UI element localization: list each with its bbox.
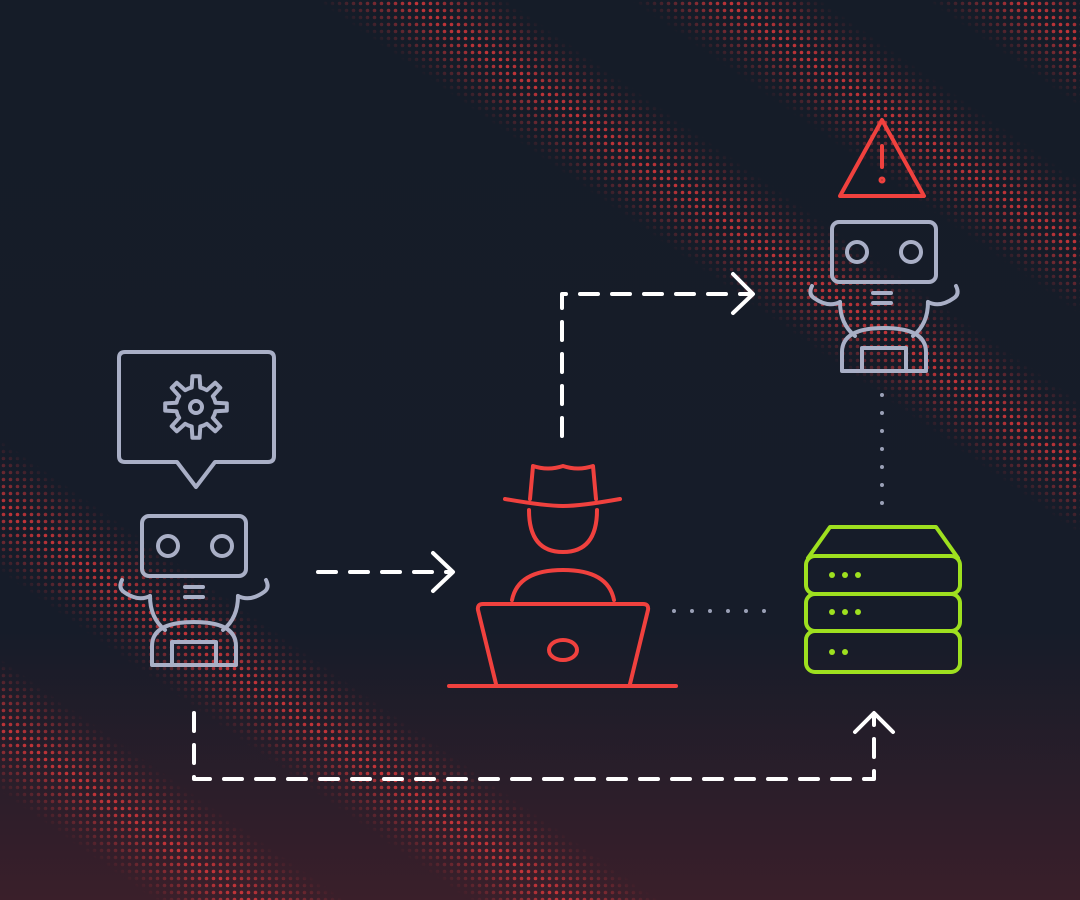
- arrow-head-up: [853, 711, 895, 734]
- connectors: [192, 272, 895, 781]
- speech-bubble-icon: [117, 350, 276, 489]
- laptop-icon: [447, 602, 678, 688]
- gear-icon: [163, 374, 229, 440]
- arrow-head-right: [431, 551, 455, 593]
- server-stack-icon: [804, 525, 962, 674]
- warning-triangle-icon: [838, 118, 926, 198]
- server-indicator-dots: [829, 572, 861, 655]
- robot-icon: [808, 220, 960, 373]
- dotted-links: [672, 393, 884, 613]
- arrow-robot-to-server: [192, 711, 876, 781]
- robot-icon: [118, 514, 270, 667]
- arrow-head-right: [731, 272, 755, 315]
- hacker-with-hat-icon: [503, 464, 622, 602]
- arrow-hacker-to-robot: [560, 292, 752, 438]
